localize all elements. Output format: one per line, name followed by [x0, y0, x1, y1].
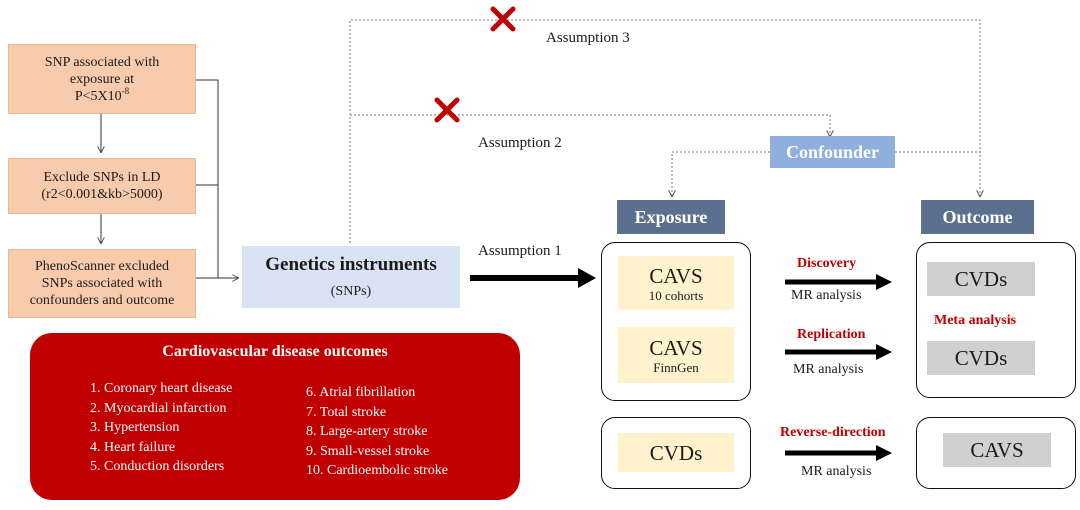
bracket-line-1	[194, 79, 219, 278]
discovery-label: Discovery	[797, 256, 857, 271]
step-3-line-3: confounders and outcome	[29, 293, 175, 308]
cvd-outcomes-title: Cardiovascular disease outcomes	[162, 343, 388, 360]
x-mark-assumption-3	[490, 6, 516, 32]
cvd-outcomes-list-2: 6. Atrial fibrillation 7. Total stroke 8…	[306, 383, 448, 481]
reverse-exposure-cvds: CVDs	[618, 433, 734, 472]
exposure-1-sub: 10 cohorts	[648, 287, 704, 303]
confounder-box: Confounder	[770, 136, 895, 168]
cvd-outcomes-panel: Cardiovascular disease outcomes 1. Coron…	[30, 333, 520, 500]
cvd-outcome-item: 10. Cardioembolic stroke	[306, 463, 448, 478]
exposure-header: Exposure	[617, 200, 725, 234]
step-3-line-2: SNPs associated with	[41, 276, 163, 291]
cvd-outcome-item: 8. Large-artery stroke	[306, 424, 428, 439]
outcome-cvds-2: CVDs	[927, 341, 1035, 375]
snp-selection-step-2: Exclude SNPs in LD (r2<0.001&kb>5000)	[8, 158, 196, 214]
discovery-method: MR analysis	[791, 288, 862, 303]
outcome-cvds-1: CVDs	[927, 262, 1035, 296]
cvd-outcome-item: 7. Total stroke	[306, 404, 387, 420]
cvd-outcome-item: 5. Conduction disorders	[90, 459, 225, 474]
discovery-arrow	[876, 274, 892, 290]
replication-arrow	[876, 344, 892, 360]
step-2-line-2: (r2<0.001&kb>5000)	[41, 187, 163, 202]
reverse-direction-method: MR analysis	[801, 464, 872, 479]
assumption-1-label: Assumption 1	[478, 243, 562, 259]
cvd-outcome-item: 9. Small-vessel stroke	[306, 443, 430, 459]
cvd-outcome-item: 6. Atrial fibrillation	[306, 385, 416, 400]
exposure-1-main: CAVS	[649, 263, 703, 288]
snp-selection-step-1: SNP associated with exposure at P<5X10-8	[8, 44, 196, 114]
meta-analysis-label: Meta analysis	[934, 313, 1017, 328]
step-1-line-2: exposure at	[69, 71, 135, 87]
assumption-2-label: Assumption 2	[478, 135, 562, 151]
assumption-2-path	[350, 114, 830, 136]
exposure-cavs-cohorts: CAVS 10 cohorts	[618, 256, 734, 310]
step-2-line-1: Exclude SNPs in LD	[43, 170, 161, 185]
outcome-header: Outcome	[921, 200, 1034, 234]
exposure-cavs-finngen: CAVS FinnGen	[618, 327, 734, 383]
reverse-outcome-cavs: CAVS	[943, 433, 1051, 467]
step-1-line-3: P<5X10-8	[74, 85, 130, 105]
cvd-outcome-item: 3. Hypertension	[90, 420, 180, 435]
exposure-2-sub: FinnGen	[653, 359, 699, 375]
snp-selection-step-3: PhenoScanner excluded SNPs associated wi…	[8, 249, 196, 318]
genetics-title: Genetics instruments	[265, 254, 437, 275]
reverse-arrow	[876, 445, 892, 461]
cvd-outcomes-list-1: 1. Coronary heart disease 2. Myocardial …	[90, 379, 232, 477]
cvd-outcome-item: 4. Heart failure	[90, 439, 176, 455]
exposure-2-main: CAVS	[649, 335, 703, 360]
assumption-3-path	[349, 19, 980, 243]
step-1-line-1: SNP associated with	[44, 54, 160, 70]
reverse-direction-label: Reverse-direction	[780, 425, 886, 440]
p-threshold: P<5X10	[74, 88, 122, 104]
x-mark-assumption-2	[434, 97, 460, 123]
step-3-line-1: PhenoScanner excluded	[34, 259, 170, 274]
cvd-outcome-item: 2. Myocardial infarction	[90, 400, 227, 416]
genetics-subtitle: (SNPs)	[330, 284, 372, 299]
cvd-outcome-item: 1. Coronary heart disease	[90, 381, 233, 396]
p-threshold-exponent: -8	[121, 85, 130, 96]
confounder-to-exposure	[672, 151, 770, 196]
reverse-exposure-label: CVDs	[649, 440, 703, 465]
replication-method: MR analysis	[793, 362, 864, 377]
genetics-instruments-box: Genetics instruments (SNPs)	[242, 246, 460, 308]
replication-label: Replication	[797, 327, 866, 342]
assumption-3-label: Assumption 3	[546, 30, 630, 46]
